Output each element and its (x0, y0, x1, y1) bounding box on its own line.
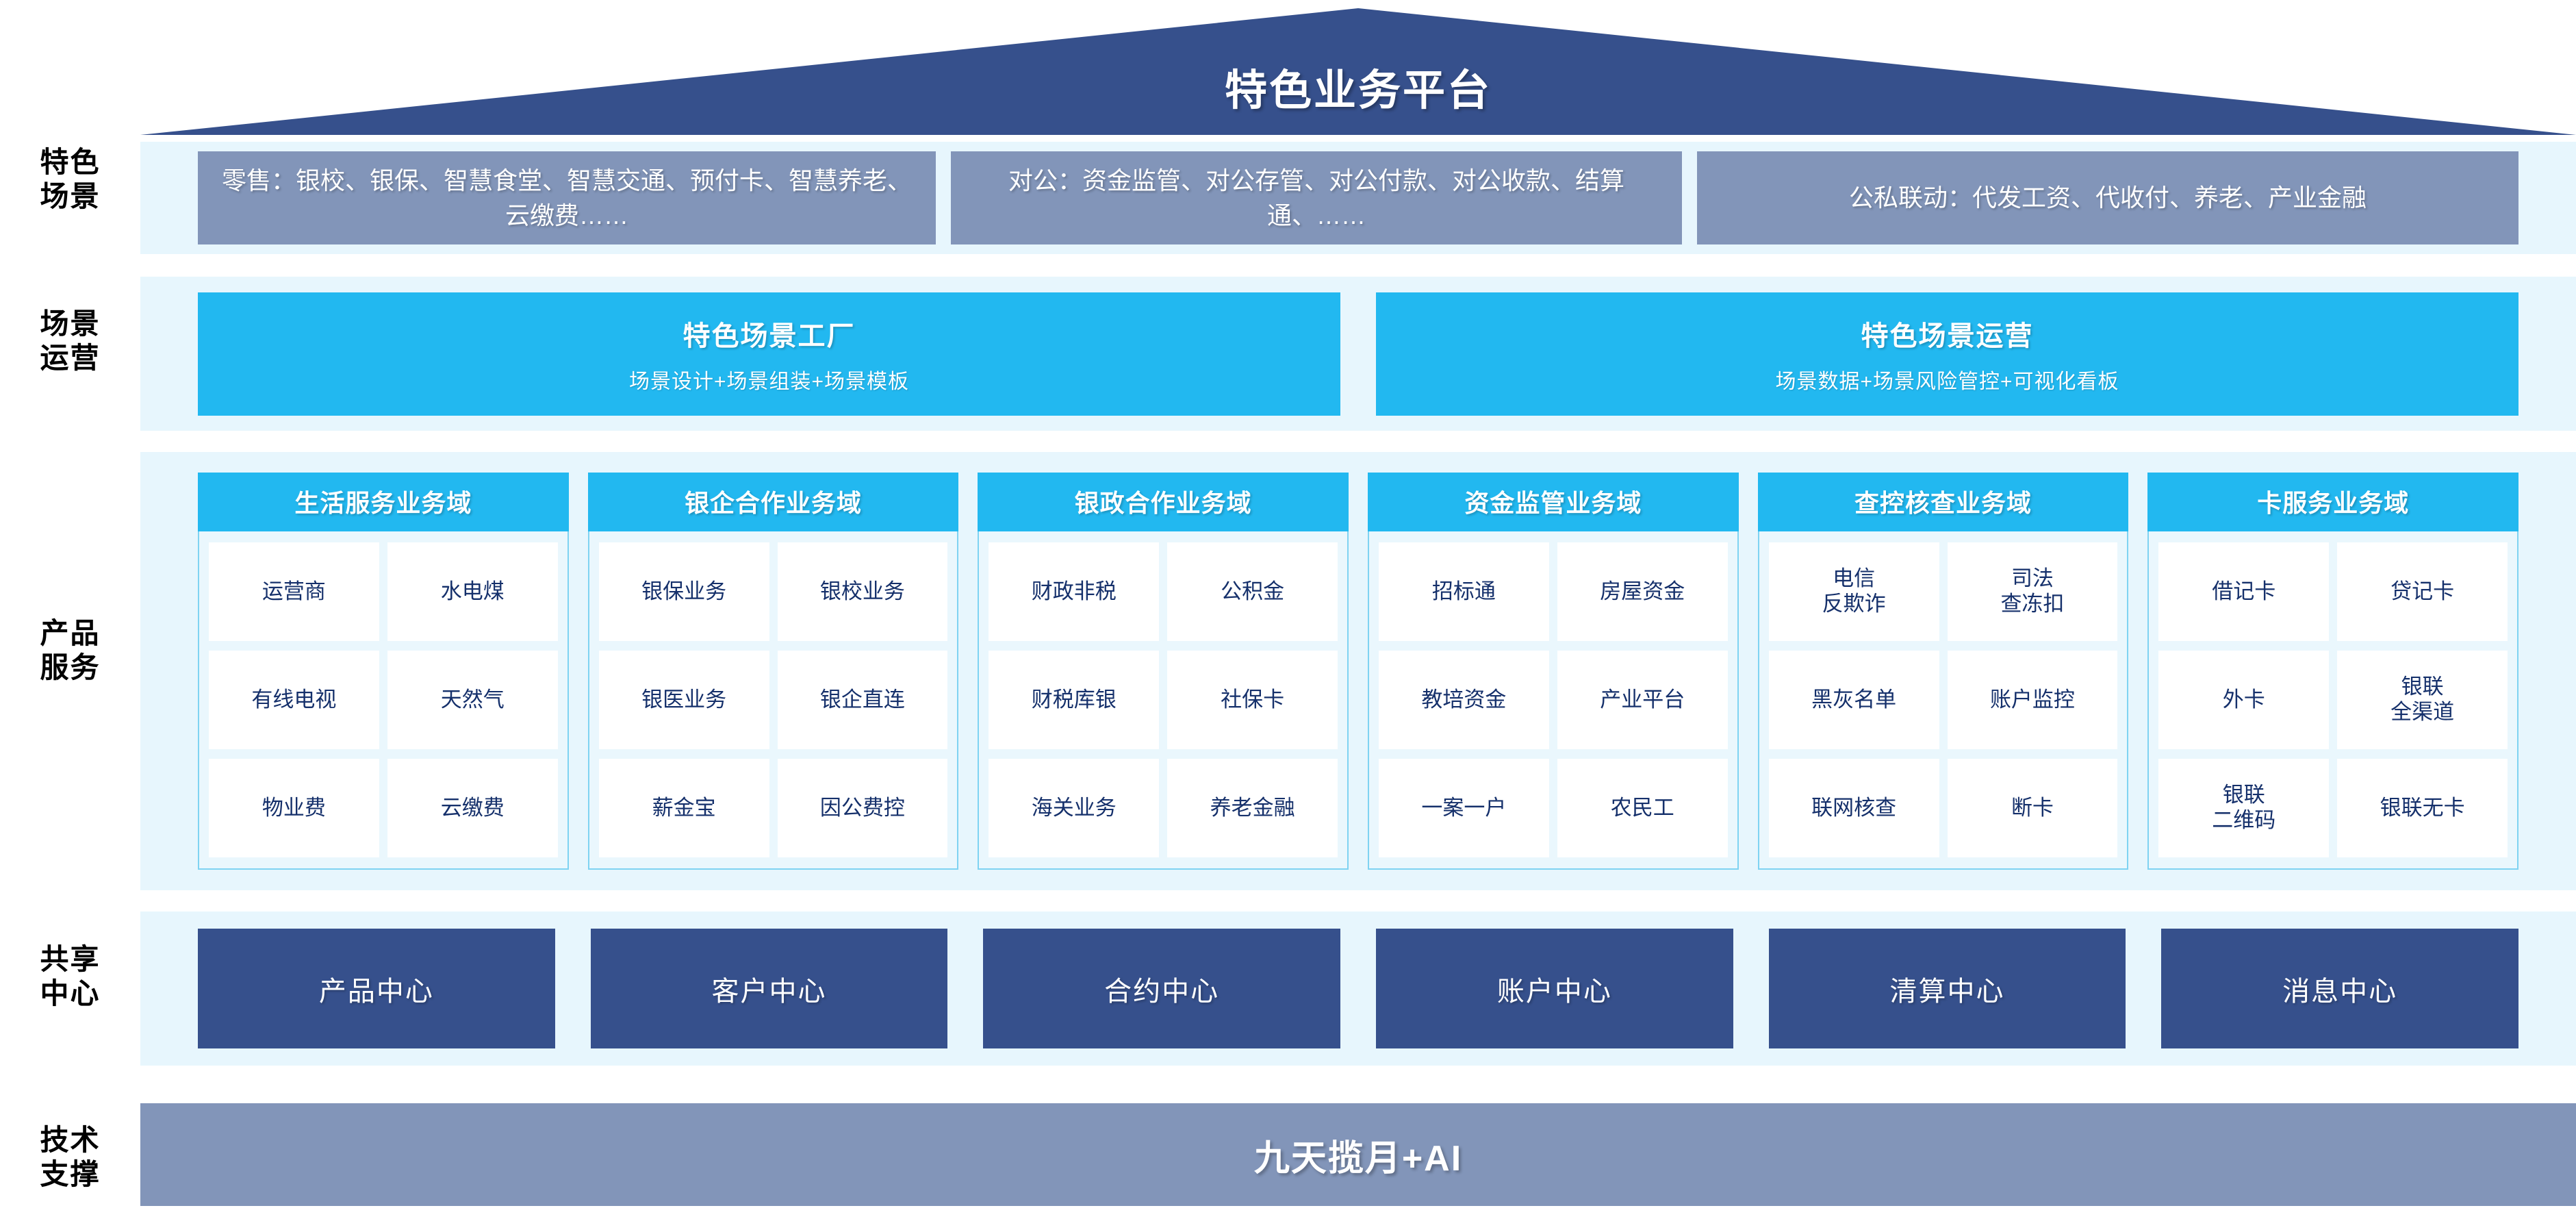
domain-investigation-control[interactable]: 查控核查业务域 电信 反欺诈 司法 查冻扣 黑灰名单 账户监控 联网核查 断卡 (1757, 473, 2129, 870)
row-label-scenarios: 特色 场景 (40, 146, 101, 212)
row-label-shared-center: 共享 中心 (40, 943, 101, 1009)
shared-center-row: 产品中心 客户中心 合约中心 账户中心 清算中心 消息中心 (140, 929, 2576, 1048)
operations-card-scene-factory[interactable]: 特色场景工厂 场景设计+场景组装+场景模板 (198, 292, 1340, 416)
shared-center-product[interactable]: 产品中心 (198, 929, 555, 1048)
domain-title: 生活服务业务域 (198, 473, 569, 531)
domain-item[interactable]: 运营商 (209, 542, 379, 641)
domain-item[interactable]: 电信 反欺诈 (1768, 542, 1939, 641)
domain-item[interactable]: 财政非税 (989, 542, 1160, 641)
domain-item[interactable]: 招标通 (1379, 542, 1549, 641)
domain-item-grid: 招标通 房屋资金 教培资金 产业平台 一案一户 农民工 (1368, 531, 1739, 870)
row-label-tech-support: 技术 支撑 (40, 1124, 101, 1190)
shared-center-account[interactable]: 账户中心 (1376, 929, 1733, 1048)
domain-title: 查控核查业务域 (1757, 473, 2129, 531)
row-label-products: 产品 服务 (40, 617, 101, 683)
domain-item[interactable]: 银联无卡 (2337, 759, 2508, 857)
domain-item-grid: 电信 反欺诈 司法 查冻扣 黑灰名单 账户监控 联网核查 断卡 (1757, 531, 2129, 870)
domain-item[interactable]: 养老金融 (1167, 759, 1338, 857)
domain-item[interactable]: 物业费 (209, 759, 379, 857)
domain-item[interactable]: 教培资金 (1379, 651, 1549, 749)
domain-item[interactable]: 公积金 (1167, 542, 1338, 641)
domain-item[interactable]: 一案一户 (1379, 759, 1549, 857)
domain-item[interactable]: 银联 二维码 (2158, 759, 2330, 857)
domain-item-grid: 银保业务 银校业务 银医业务 银企直连 薪金宝 因公费控 (587, 531, 959, 870)
domain-title: 银政合作业务域 (978, 473, 1349, 531)
row-label-operations: 场景 运营 (40, 307, 101, 374)
domain-item[interactable]: 海关业务 (989, 759, 1160, 857)
operations-card-title: 特色场景运营 (1861, 321, 2034, 351)
shared-center-contract[interactable]: 合约中心 (983, 929, 1341, 1048)
domain-card-service[interactable]: 卡服务业务域 借记卡 贷记卡 外卡 银联 全渠道 银联 二维码 银联无卡 (2147, 473, 2519, 870)
domain-bank-government[interactable]: 银政合作业务域 财政非税 公积金 财税库银 社保卡 海关业务 养老金融 (978, 473, 1349, 870)
domain-item[interactable]: 账户监控 (1947, 651, 2118, 749)
scenario-box-corporate[interactable]: 对公：资金监管、对公存管、对公付款、对公收款、结算通、…… (951, 151, 1682, 244)
tech-support-bar[interactable]: 九天揽月+AI (140, 1103, 2576, 1206)
page-title: 特色业务平台 (1224, 67, 1492, 114)
shared-center-message[interactable]: 消息中心 (2161, 929, 2519, 1048)
domain-item[interactable]: 外卡 (2158, 651, 2330, 749)
domain-item[interactable]: 银医业务 (598, 651, 769, 749)
domain-item[interactable]: 借记卡 (2158, 542, 2330, 641)
domain-item[interactable]: 产业平台 (1557, 651, 1728, 749)
operations-card-subtitle: 场景数据+场景风险管控+可视化看板 (1775, 370, 2119, 393)
platform-roof-banner: 特色业务平台 (140, 8, 2576, 135)
domain-item-grid: 运营商 水电煤 有线电视 天然气 物业费 云缴费 (198, 531, 569, 870)
products-row: 生活服务业务域 运营商 水电煤 有线电视 天然气 物业费 云缴费 银企合作业务域… (140, 473, 2576, 870)
domain-item[interactable]: 财税库银 (989, 651, 1160, 749)
domain-item[interactable]: 联网核查 (1768, 759, 1939, 857)
domain-life-service[interactable]: 生活服务业务域 运营商 水电煤 有线电视 天然气 物业费 云缴费 (198, 473, 569, 870)
domain-item[interactable]: 云缴费 (387, 759, 558, 857)
shared-center-customer[interactable]: 客户中心 (590, 929, 948, 1048)
domain-item[interactable]: 农民工 (1557, 759, 1728, 857)
scenario-box-retail[interactable]: 零售：银校、银保、智慧食堂、智慧交通、预付卡、智慧养老、云缴费…… (198, 151, 936, 244)
domain-item[interactable]: 有线电视 (209, 651, 379, 749)
domain-item[interactable]: 房屋资金 (1557, 542, 1728, 641)
domain-fund-supervision[interactable]: 资金监管业务域 招标通 房屋资金 教培资金 产业平台 一案一户 农民工 (1368, 473, 1739, 870)
operations-card-subtitle: 场景设计+场景组装+场景模板 (628, 370, 910, 393)
domain-item[interactable]: 银校业务 (777, 542, 948, 641)
domain-item[interactable]: 司法 查冻扣 (1947, 542, 2118, 641)
operations-card-scene-operation[interactable]: 特色场景运营 场景数据+场景风险管控+可视化看板 (1376, 292, 2518, 416)
domain-item[interactable]: 天然气 (387, 651, 558, 749)
domain-title: 银企合作业务域 (587, 473, 959, 531)
domain-bank-enterprise[interactable]: 银企合作业务域 银保业务 银校业务 银医业务 银企直连 薪金宝 因公费控 (587, 473, 959, 870)
domain-item[interactable]: 因公费控 (777, 759, 948, 857)
domain-item[interactable]: 断卡 (1947, 759, 2118, 857)
domain-item[interactable]: 银保业务 (598, 542, 769, 641)
domain-item[interactable]: 社保卡 (1167, 651, 1338, 749)
domain-item[interactable]: 贷记卡 (2337, 542, 2508, 641)
domain-item-grid: 借记卡 贷记卡 外卡 银联 全渠道 银联 二维码 银联无卡 (2147, 531, 2519, 870)
shared-center-clearing[interactable]: 清算中心 (1768, 929, 2126, 1048)
domain-item[interactable]: 银联 全渠道 (2337, 651, 2508, 749)
scenario-box-public-private[interactable]: 公私联动：代发工资、代收付、养老、产业金融 (1697, 151, 2518, 244)
domain-item[interactable]: 薪金宝 (598, 759, 769, 857)
domain-item[interactable]: 水电煤 (387, 542, 558, 641)
domain-title: 卡服务业务域 (2147, 473, 2519, 531)
domain-title: 资金监管业务域 (1368, 473, 1739, 531)
operations-card-title: 特色场景工厂 (683, 321, 856, 351)
domain-item[interactable]: 银企直连 (777, 651, 948, 749)
scenarios-row: 零售：银校、银保、智慧食堂、智慧交通、预付卡、智慧养老、云缴费…… 对公：资金监… (140, 151, 2576, 244)
domain-item-grid: 财政非税 公积金 财税库银 社保卡 海关业务 养老金融 (978, 531, 1349, 870)
domain-item[interactable]: 黑灰名单 (1768, 651, 1939, 749)
operations-row: 特色场景工厂 场景设计+场景组装+场景模板 特色场景运营 场景数据+场景风险管控… (140, 292, 2576, 416)
